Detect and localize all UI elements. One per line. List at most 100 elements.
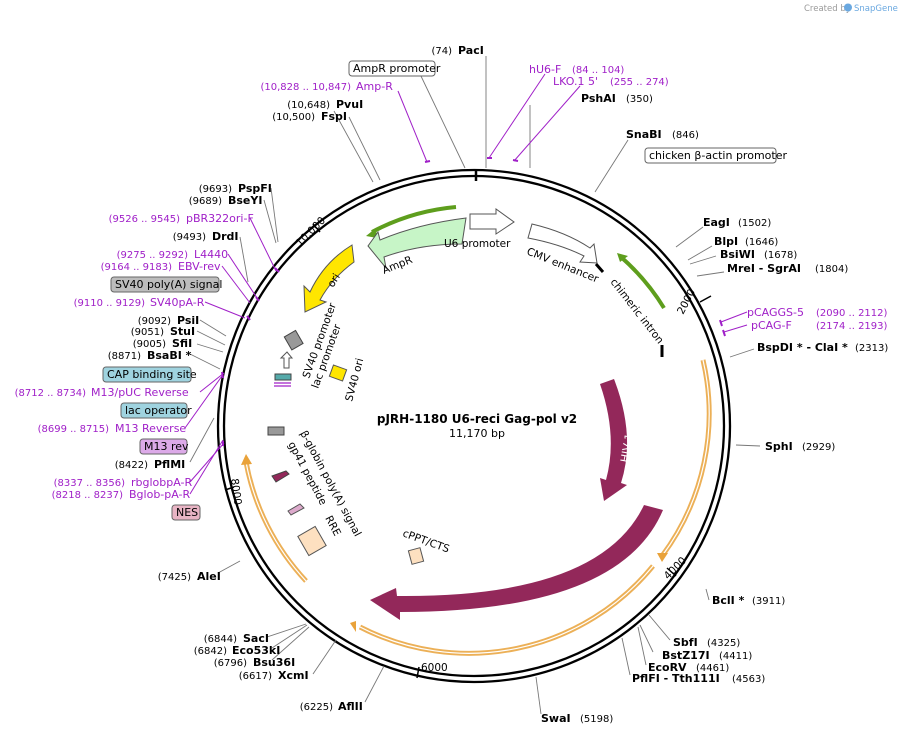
site-name[interactable]: Eco53kI — [232, 644, 280, 657]
primer-name[interactable]: pCAG-F — [751, 319, 792, 332]
site-name[interactable]: MreI - SgrAI — [727, 262, 801, 275]
boxed-label-bg — [644, 147, 777, 164]
primer-range: (8712 .. 8734) — [15, 388, 87, 399]
rre-block — [297, 525, 327, 557]
primer-name[interactable]: pBR322ori-F — [186, 212, 254, 225]
u6-promoter-label: U6 promoter — [444, 238, 511, 250]
orange-arrowhead-icon — [350, 621, 356, 632]
ampr-label: AmpR — [381, 254, 415, 277]
site-name[interactable]: BsaBI * — [147, 349, 192, 362]
site-pos: (4325) — [707, 638, 740, 649]
site-name[interactable]: SfiI — [172, 337, 192, 350]
site-name[interactable]: BspDI * - ClaI * — [757, 341, 848, 354]
site-name[interactable]: AleI — [197, 570, 221, 583]
site-name[interactable]: SacI — [243, 632, 269, 645]
primer-name[interactable]: EBV-rev — [178, 260, 221, 273]
primer-name[interactable]: L4440 — [194, 248, 228, 261]
site-name[interactable]: SnaBI — [626, 128, 662, 141]
primer-range: (8699 .. 8715) — [38, 424, 110, 435]
site-pos: (6844) — [204, 634, 237, 645]
site-name[interactable]: BstZ17I — [662, 649, 710, 662]
gp41-block — [271, 470, 290, 483]
site-name[interactable]: PflMI — [154, 458, 185, 471]
orange-arrowhead-icon — [657, 553, 668, 562]
site-pos: (1502) — [738, 218, 771, 229]
boxed-label-bg — [110, 276, 220, 293]
primer-name[interactable]: pCAGGS-5 — [747, 306, 804, 319]
site-pos: (1646) — [745, 237, 778, 248]
boxed-label[interactable]: CAP binding site — [107, 368, 197, 381]
site-name[interactable]: PvuI — [336, 98, 363, 111]
backbone-outer — [216, 168, 732, 684]
pol-label: HIV-1 pol — [513, 602, 564, 629]
lac-promoter-arrow — [279, 351, 294, 369]
site-name[interactable]: SbfI — [673, 636, 698, 649]
amp-green-arc — [371, 205, 457, 234]
site-pos: (6617) — [239, 671, 272, 682]
boxed-label-bg — [102, 366, 192, 383]
primer-range: (8337 .. 8356) — [54, 478, 126, 489]
site-name[interactable]: PsiI — [177, 314, 199, 327]
site-name[interactable]: PshAI — [581, 92, 616, 105]
primer-name[interactable]: M13/pUC Reverse — [91, 386, 189, 399]
boxed-label[interactable]: NES — [176, 506, 198, 519]
snapgene-logo-icon — [844, 3, 852, 12]
site-pos: (9005) — [133, 339, 166, 350]
boxed-label[interactable]: AmpR promoter — [353, 62, 441, 75]
site-pos: (9693) — [199, 184, 232, 195]
bglob-block — [267, 426, 285, 436]
primer-name[interactable]: LKO.1 5' — [553, 75, 598, 88]
site-name[interactable]: XcmI — [278, 669, 309, 682]
site-pos: (6796) — [214, 658, 247, 669]
site-name[interactable]: EcoRV — [648, 661, 687, 674]
site-pos: (846) — [672, 130, 699, 141]
boxed-labels: AmpR promoter chicken β-actin promoter S… — [102, 60, 787, 521]
site-name[interactable]: DrdI — [212, 230, 239, 243]
green-feature-arc — [619, 255, 666, 310]
cppt-block — [407, 547, 425, 565]
primer-name[interactable]: M13 Reverse — [115, 422, 186, 435]
leader-lines — [189, 56, 761, 715]
boxed-label[interactable]: chicken β-actin promoter — [649, 149, 787, 162]
site-name[interactable]: BseYI — [228, 194, 262, 207]
restriction-sites: (74) PacI PshAI (350) SnaBI (846) EagI (… — [108, 44, 889, 725]
site-pos: (1678) — [764, 250, 797, 261]
boxed-label[interactable]: lac operator — [125, 404, 192, 417]
site-pos: (9092) — [138, 316, 171, 327]
site-pos: (4411) — [719, 651, 752, 662]
site-name[interactable]: SwaI — [541, 712, 571, 725]
primer-binding-marks — [221, 157, 726, 446]
pol-arrow — [370, 505, 663, 620]
boxed-label[interactable]: M13 rev — [144, 440, 189, 453]
boxed-label[interactable]: SV40 poly(A) signal — [115, 278, 222, 291]
site-name[interactable]: BlpI — [714, 235, 738, 248]
primer-range: (10,828 .. 10,847) — [261, 82, 352, 93]
primer-name[interactable]: Bglob-pA-R — [129, 488, 191, 501]
primer-name[interactable]: SV40pA-R — [150, 296, 205, 309]
site-name[interactable]: AflII — [338, 700, 363, 713]
tick-mark — [312, 223, 321, 233]
site-name[interactable]: PspFI — [238, 182, 272, 195]
site-name[interactable]: Bsu36I — [253, 656, 295, 669]
primer-name[interactable]: rbglobpA-R — [131, 476, 192, 489]
site-name[interactable]: BsiWI — [720, 248, 755, 261]
tick-label: 6000 — [421, 662, 448, 674]
site-name[interactable]: SphI — [765, 440, 793, 453]
site-name[interactable]: PacI — [458, 44, 484, 57]
primer-name[interactable]: hU6-F — [529, 63, 561, 76]
site-pos: (350) — [626, 94, 653, 105]
site-name[interactable]: BclI * — [712, 594, 745, 607]
site-name[interactable]: FspI — [321, 110, 347, 123]
primer-name[interactable]: Amp-R — [356, 80, 393, 93]
ampr-arrow — [367, 217, 467, 270]
site-name[interactable]: StuI — [170, 325, 195, 338]
site-pos: (2929) — [802, 442, 835, 453]
primer-range: (255 .. 274) — [610, 77, 669, 88]
ori-arrow — [303, 244, 355, 313]
site-pos: (10,500) — [272, 112, 315, 123]
site-name[interactable]: EagI — [703, 216, 730, 229]
site-name[interactable]: PflFI - Tth111I — [632, 672, 720, 685]
rre-label: RRE — [322, 514, 343, 538]
credit-text: Created by — [804, 4, 851, 14]
